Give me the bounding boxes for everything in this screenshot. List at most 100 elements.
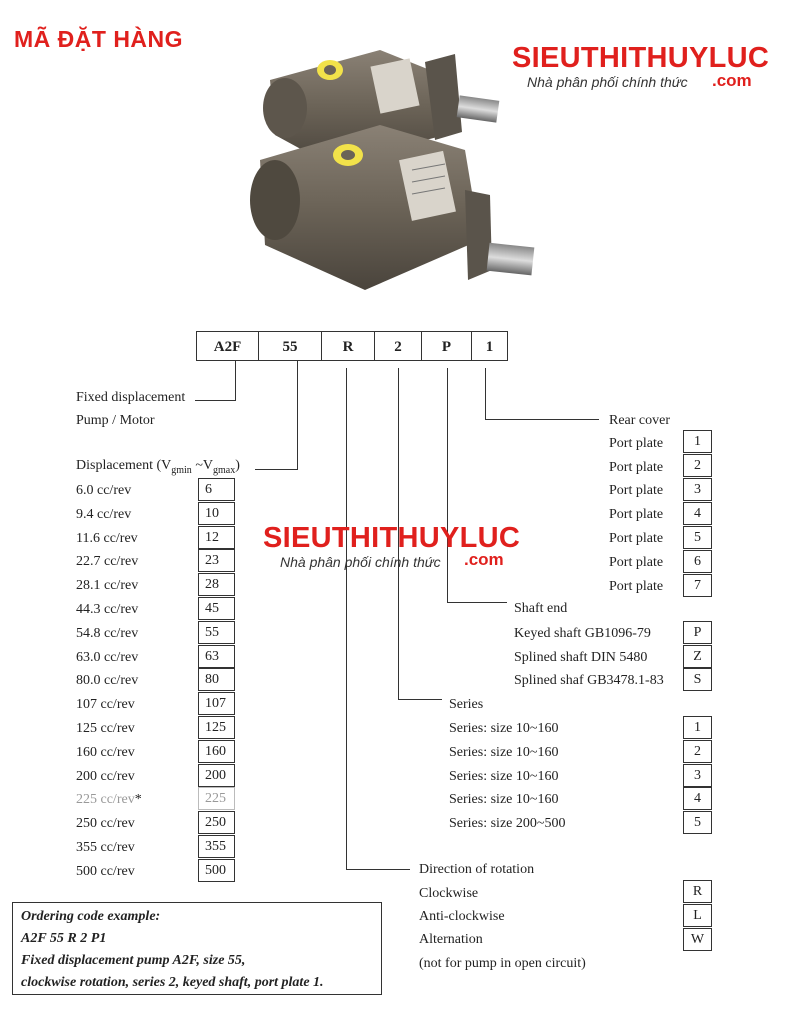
rear-cover-label: Port plate [609, 531, 664, 546]
displacement-label: 28.1 cc/rev [76, 578, 139, 593]
example-title: Ordering code example: [21, 909, 161, 924]
code-box-rear-cover: 1 [472, 331, 508, 361]
series-code: 3 [683, 764, 712, 787]
rear-cover-label: Port plate [609, 460, 664, 475]
brand-domain-top: .com [712, 71, 752, 90]
rear-cover-code: 4 [683, 502, 712, 525]
displacement-label: 22.7 cc/rev [76, 554, 139, 569]
pump-photo [250, 50, 535, 290]
pump-type-line2: Pump / Motor [76, 413, 155, 428]
connector-rear-h [485, 419, 599, 420]
displacement-code: 55 [198, 621, 235, 644]
displacement-code: 107 [198, 692, 235, 715]
displacement-code: 80 [198, 668, 235, 691]
displacement-label: 200 cc/rev [76, 769, 135, 784]
series-label: Series: size 10~160 [449, 769, 559, 784]
displacement-code: 200 [198, 764, 235, 787]
displacement-code: 6 [198, 478, 235, 501]
rear-cover-code: 3 [683, 478, 712, 501]
displacement-code: 125 [198, 716, 235, 739]
page-title: MÃ ĐẶT HÀNG [14, 26, 184, 52]
connector-series-v [398, 368, 399, 700]
rear-cover-label: Port plate [609, 555, 664, 570]
rear-cover-code: 6 [683, 550, 712, 573]
rotation-code: W [683, 928, 712, 951]
connector-series-h [398, 699, 442, 700]
rear-cover-code: 2 [683, 454, 712, 477]
connector-shaft-h [447, 602, 507, 603]
displacement-label: 225 cc/rev* [76, 792, 142, 807]
shaft-end-code: S [683, 668, 712, 691]
brand-domain-mid: .com [464, 550, 504, 569]
rotation-heading: Direction of rotation [419, 862, 535, 877]
connector-shaft-v [447, 368, 448, 603]
displacement-heading: Displacement (Vgmin ~Vgmax) [76, 458, 240, 476]
displacement-code: 160 [198, 740, 235, 763]
code-box-series-no: 2 [375, 331, 422, 361]
code-box-size: 55 [259, 331, 322, 361]
rear-cover-label: Port plate [609, 483, 664, 498]
series-code: 5 [683, 811, 712, 834]
example-desc-2: clockwise rotation, series 2, keyed shaf… [21, 975, 324, 990]
series-code: 4 [683, 787, 712, 810]
displacement-code: 355 [198, 835, 235, 858]
series-heading: Series [449, 697, 484, 712]
series-label: Series: size 200~500 [449, 816, 566, 831]
rear-cover-code: 7 [683, 574, 712, 597]
displacement-label: 250 cc/rev [76, 816, 135, 831]
displacement-label: 11.6 cc/rev [76, 531, 138, 546]
code-box-series: A2F [196, 331, 259, 361]
connector-rotation-h [346, 869, 410, 870]
connector-size-h [255, 469, 298, 470]
connector-size-v [297, 361, 298, 470]
displacement-code: 225 [198, 787, 235, 810]
displacement-code: 10 [198, 502, 235, 525]
rotation-label: Clockwise [419, 886, 479, 901]
displacement-code: 500 [198, 859, 235, 882]
displacement-code: 45 [198, 597, 235, 620]
shaft-end-code: Z [683, 645, 712, 668]
connector-type-h [195, 400, 236, 401]
shaft-end-label: Splined shaft DIN 5480 [514, 650, 648, 665]
ordering-example-box: Ordering code example: A2F 55 R 2 P1 Fix… [12, 902, 382, 995]
brand-tagline-mid: Nhà phân phối chính thức [280, 554, 441, 570]
displacement-label: 500 cc/rev [76, 864, 135, 879]
displacement-label: 44.3 cc/rev [76, 602, 139, 617]
displacement-code: 23 [198, 549, 235, 572]
code-box-rotation: R [322, 331, 375, 361]
shaft-end-code: P [683, 621, 712, 644]
pump-type-line1: Fixed displacement [76, 390, 186, 405]
series-code: 1 [683, 716, 712, 739]
rear-cover-code: 1 [683, 430, 712, 453]
displacement-code: 250 [198, 811, 235, 834]
rear-cover-heading: Rear cover [609, 413, 671, 428]
example-desc-1: Fixed displacement pump A2F, size 55, [21, 953, 246, 968]
connector-rotation-v [346, 368, 347, 870]
rear-cover-code: 5 [683, 526, 712, 549]
rotation-note: (not for pump in open circuit) [419, 956, 586, 971]
displacement-code: 12 [198, 526, 235, 549]
rear-cover-label: Port plate [609, 436, 664, 451]
series-label: Series: size 10~160 [449, 792, 559, 807]
brand-tagline-top: Nhà phân phối chính thức [527, 74, 688, 90]
displacement-label: 107 cc/rev [76, 697, 135, 712]
displacement-label: 63.0 cc/rev [76, 650, 139, 665]
connector-rear-v [485, 368, 486, 420]
displacement-label: 6.0 cc/rev [76, 483, 132, 498]
rear-cover-label: Port plate [609, 579, 664, 594]
rotation-label: Alternation [419, 932, 483, 947]
rotation-code: R [683, 880, 712, 903]
series-label: Series: size 10~160 [449, 721, 559, 736]
rotation-label: Anti-clockwise [419, 909, 505, 924]
shaft-end-label: Keyed shaft GB1096-79 [514, 626, 651, 641]
displacement-label: 355 cc/rev [76, 840, 135, 855]
shaft-end-label: Splined shaf GB3478.1-83 [514, 673, 664, 688]
rear-cover-label: Port plate [609, 507, 664, 522]
series-code: 2 [683, 740, 712, 763]
rotation-code: L [683, 904, 712, 927]
displacement-code: 63 [198, 645, 235, 668]
displacement-code: 28 [198, 573, 235, 596]
example-code: A2F 55 R 2 P1 [21, 931, 107, 946]
displacement-label: 54.8 cc/rev [76, 626, 139, 641]
displacement-label: 125 cc/rev [76, 721, 135, 736]
